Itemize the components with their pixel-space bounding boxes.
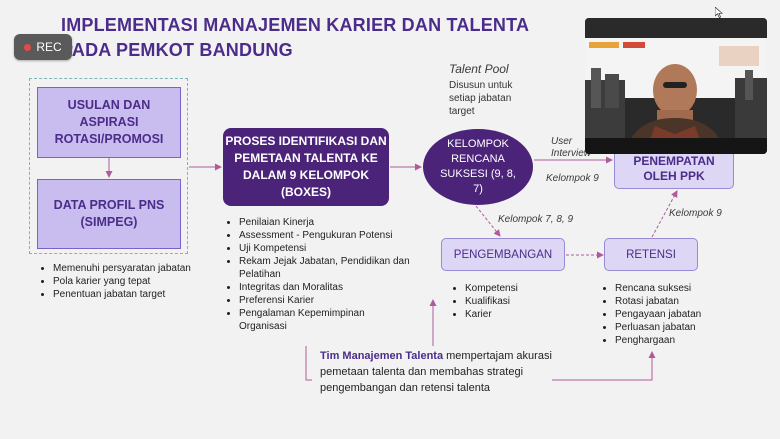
data-profil-box: DATA PROFIL PNS (SIMPEG) [37,179,181,249]
list-item: Kualifikasi [465,295,565,308]
list-item: Rotasi jabatan [615,295,735,308]
list-item: Pengayaan jabatan [615,308,735,321]
kelompok-9-right-label: Kelompok 9 [669,208,722,219]
left-bullet-list: Memenuhi persyaratan jabatan Pola karier… [36,262,203,301]
talent-pool-description: Disusun untuk setiap jabatan target [449,80,513,117]
process-bullet-list: Penilaian Kinerja Assessment - Pengukura… [222,216,414,333]
recording-indicator[interactable]: REC [14,34,72,60]
input-group-frame [29,78,188,254]
list-item: Karier [465,308,565,321]
list-item: Penghargaan [615,334,735,347]
list-item: Preferensi Karier [239,294,414,307]
list-item: Assessment - Pengukuran Potensi [239,229,414,242]
user-interview-label: User Interview [551,136,592,159]
recording-label: REC [36,40,62,54]
pengembangan-bullet-list: Kompetensi Kualifikasi Karier [448,282,565,321]
usulan-aspirasi-label: USULAN DAN ASPIRASI ROTASI/PROMOSI [54,98,164,146]
webcam-video-feed[interactable] [585,18,767,154]
mouse-cursor-icon [715,7,723,18]
record-icon [24,43,32,51]
pengembangan-box: PENGEMBANGAN [441,238,565,271]
list-item: Rekam Jejak Jabatan, Pendidikan dan Pela… [239,255,414,281]
note-bold-text: Tim Manajemen Talenta [320,350,444,362]
list-item: Kompetensi [465,282,565,295]
list-item: Pengalaman Kepemimpinan Organisasi [239,307,414,333]
usulan-aspirasi-box: USULAN DAN ASPIRASI ROTASI/PROMOSI [37,87,181,158]
list-item: Rencana suksesi [615,282,735,295]
list-item: Memenuhi persyaratan jabatan [53,262,203,275]
list-item: Pola karier yang tepat [53,275,203,288]
list-item: Penilaian Kinerja [239,216,414,229]
title-line-2: PADA PEMKOT BANDUNG [61,40,293,60]
list-item: Integritas dan Moralitas [239,281,414,294]
kelompok-789-label: Kelompok 7, 8, 9 [498,214,574,225]
proses-identifikasi-box: PROSES IDENTIFIKASI DAN PEMETAAN TALENTA… [223,128,389,206]
title-line-1: IMPLEMENTASI MANAJEMEN KARIER DAN TALENT… [61,15,530,35]
retensi-bullet-list: Rencana suksesi Rotasi jabatan Pengayaan… [598,282,735,347]
retensi-box: RETENSI [604,238,698,271]
rencana-suksesi-label: KELOMPOK RENCANA SUKSESI (9, 8, 7) [440,138,516,195]
list-item: Perluasan jabatan [615,321,735,334]
presenter-video-image [585,18,767,154]
tim-manajemen-note: Tim Manajemen Talenta mempertajam akuras… [320,348,560,396]
proses-identifikasi-label: PROSES IDENTIFIKASI DAN PEMETAAN TALENTA… [225,134,387,199]
kelompok-9-top-label: Kelompok 9 [546,173,599,184]
note-body-text: mempertajam akurasi pemetaan talenta dan… [320,350,552,394]
slide-title: IMPLEMENTASI MANAJEMEN KARIER DAN TALENT… [61,13,531,63]
pengembangan-label: PENGEMBANGAN [453,248,553,261]
rencana-suksesi-ellipse: KELOMPOK RENCANA SUKSESI (9, 8, 7) [423,129,533,205]
talent-pool-title: Talent Pool [449,62,509,76]
retensi-label: RETENSI [626,248,676,261]
penempatan-label: PENEMPATAN OLEH PPK [633,154,715,183]
data-profil-label: DATA PROFIL PNS (SIMPEG) [53,198,165,229]
list-item: Uji Kompetensi [239,242,414,255]
list-item: Penentuan jabatan target [53,288,203,301]
